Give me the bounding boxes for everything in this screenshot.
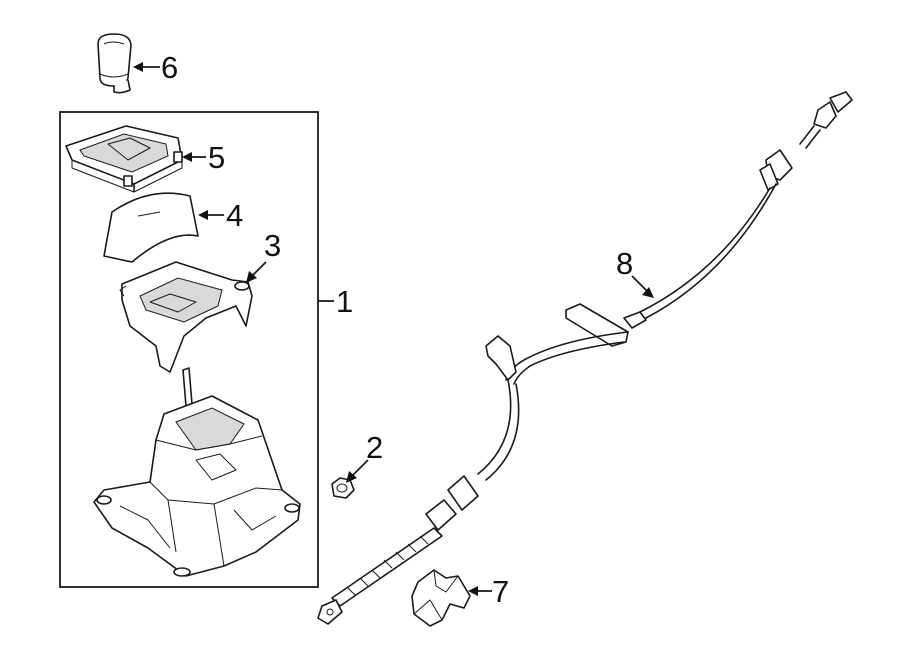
shift-cable-icon — [317, 91, 853, 625]
callout-8-arrow — [642, 287, 654, 298]
callout-7-label: 7 — [492, 574, 509, 609]
callout-8-label: 8 — [616, 246, 633, 281]
shifter-assembly-icon — [93, 367, 301, 577]
callout-7-arrow — [468, 586, 478, 596]
cable-bracket-icon — [411, 569, 471, 627]
callout-3-label: 3 — [264, 228, 281, 263]
shifter-housing-icon — [119, 261, 253, 373]
callout-2-label: 2 — [366, 430, 383, 465]
callout-3-arrow — [246, 271, 257, 283]
assembly-1-frame — [59, 111, 319, 588]
callout-8-leader — [631, 275, 649, 293]
callout-4-label: 4 — [226, 198, 243, 233]
callout-2-arrow — [346, 471, 357, 483]
callout-5-label: 5 — [208, 140, 225, 175]
callout-5-arrow — [182, 152, 192, 162]
hex-nut-icon — [331, 477, 355, 499]
callout-4-arrow — [198, 210, 208, 220]
shift-boot-cover-icon — [103, 192, 199, 263]
callout-6-arrow — [133, 62, 143, 72]
callout-6-label: 6 — [161, 50, 178, 85]
callout-1-label: 1 — [336, 284, 353, 319]
indicator-bezel-icon — [65, 125, 183, 193]
shift-knob-icon — [97, 33, 132, 94]
